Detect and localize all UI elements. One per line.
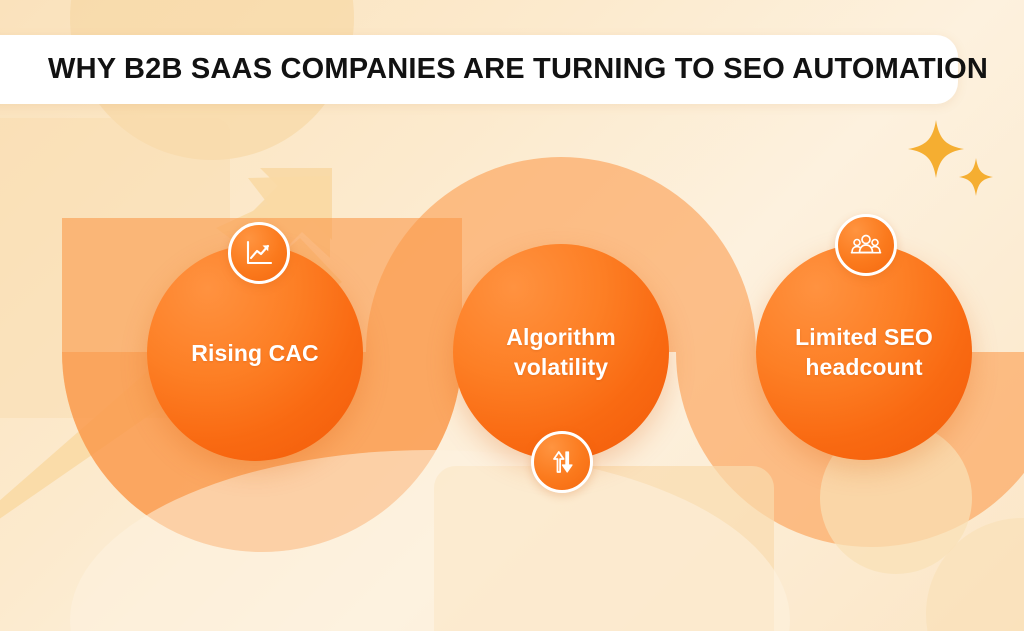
sparkle-small-icon [959,158,993,196]
pillar-label-line-1: Limited SEO [795,323,933,350]
pale-circle-bottom-right [820,422,972,574]
title-bar: WHY B2B SAAS COMPANIES ARE TURNING TO SE… [0,35,988,104]
pillar-label: Algorithm volatility [488,322,634,383]
pillar-limited-seo-headcount[interactable]: Limited SEO headcount [756,244,972,460]
pillar-circle: Limited SEO headcount [756,244,972,460]
pillar-circle: Algorithm volatility [453,244,669,460]
pillar-algorithm-volatility[interactable]: Algorithm volatility [453,244,669,460]
arrows-up-down-icon [553,451,573,473]
pillar-label-line-2: volatility [513,354,609,380]
people-group-icon [850,234,882,254]
pale-light-wash [70,450,790,631]
sparkle-large-icon [908,120,964,178]
badge-chart-trending-up[interactable] [228,222,290,284]
badge-arrows-up-down[interactable] [531,431,593,493]
pillar-label: Rising CAC [191,339,319,366]
chart-trending-up-icon [246,240,273,265]
pillar-label-line-1: Algorithm [506,323,616,350]
pillar-label: Limited SEO headcount [777,322,951,383]
pale-circle-bottom-corner [926,518,1024,631]
pillar-label-line-2: headcount [805,354,923,380]
page-title: WHY B2B SAAS COMPANIES ARE TURNING TO SE… [48,53,989,85]
badge-people-group[interactable] [835,214,897,276]
sparkle-decoration [908,120,993,196]
